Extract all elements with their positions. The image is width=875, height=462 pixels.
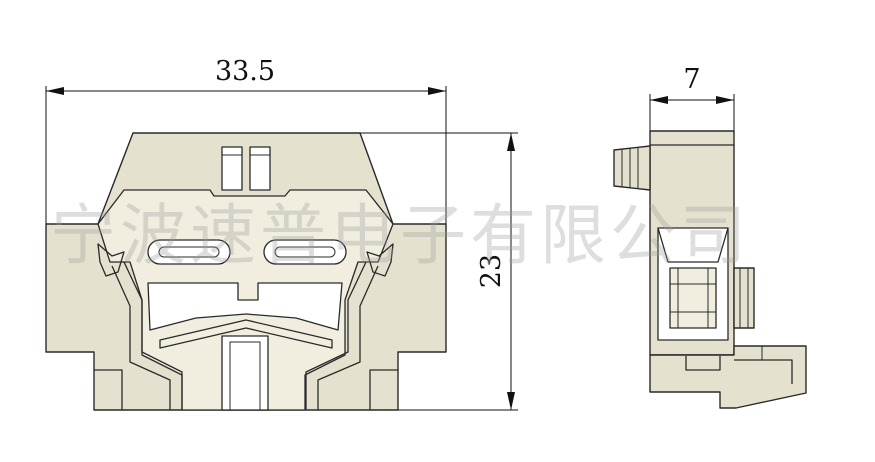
front-centre-post-inner xyxy=(229,341,261,411)
front-latch-left xyxy=(97,243,125,277)
front-contact-cavity xyxy=(147,282,343,331)
front-wire-entry-right xyxy=(263,239,347,265)
front-busbar xyxy=(159,319,333,349)
side-view xyxy=(613,130,807,409)
front-wire-entry-left xyxy=(147,239,231,265)
dimension-depth-label: 7 xyxy=(683,64,700,95)
dimension-width-label: 33.5 xyxy=(215,56,275,87)
front-spring-left-inner xyxy=(111,265,171,410)
front-release-slot-right xyxy=(249,146,271,191)
front-base-step xyxy=(94,369,398,410)
front-release-slot-left xyxy=(221,146,243,191)
front-view xyxy=(45,132,447,411)
side-release-button xyxy=(613,145,651,191)
dimension-width xyxy=(45,86,447,224)
dimension-height xyxy=(360,132,518,411)
front-latch-right xyxy=(366,243,394,277)
front-spring-left xyxy=(123,261,183,410)
front-spring-right-inner xyxy=(317,265,379,410)
dimension-depth xyxy=(649,94,735,131)
side-clamp-roller xyxy=(669,267,717,329)
dimension-height-label: 23 xyxy=(476,254,507,288)
side-din-foot xyxy=(649,345,807,409)
side-contact-tab xyxy=(733,267,755,329)
front-spring-right xyxy=(305,261,367,410)
company-watermark: 宁波速普电子有限公司 xyxy=(50,197,750,274)
front-centre-post xyxy=(221,335,269,411)
